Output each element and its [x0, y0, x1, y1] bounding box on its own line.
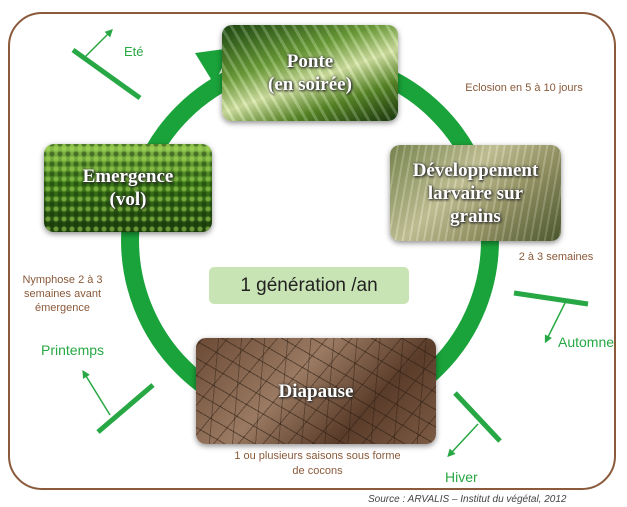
ponte-photo	[222, 25, 398, 121]
stage-developpement: Développement larvaire sur grains	[390, 145, 561, 241]
season-marker-hiver	[447, 391, 502, 458]
season-ete-label: Eté	[124, 44, 144, 59]
season-automne-label: Automne	[558, 334, 615, 350]
note-diapause: 1 ou plusieurs saisons sous forme de coc…	[234, 450, 401, 477]
stage-ponte: Ponte (en soirée)	[222, 25, 398, 121]
season-marker-printemps	[82, 370, 155, 434]
emergence-photo	[44, 144, 212, 232]
diagram-frame	[8, 12, 616, 490]
developpement-photo	[390, 145, 561, 241]
center-label: 1 génération /an	[209, 267, 409, 304]
stage-emergence-label: Emergence (vol)	[82, 166, 174, 210]
stage-diapause: Diapause	[196, 338, 436, 444]
note-development-duration: 2 à 3 semaines	[518, 251, 594, 263]
note-eclosion: Eclosion en 5 à 10 jours	[465, 82, 583, 94]
stage-ponte-label: Ponte (en soirée)	[268, 51, 352, 95]
source-credit: Source : ARVALIS – Institut du végétal, …	[368, 494, 567, 505]
stage-developpement-label: Développement larvaire sur grains	[412, 159, 539, 227]
stage-emergence: Emergence (vol)	[44, 144, 212, 232]
note-nymphose: Nymphose 2 à 3 semaines avant émergence	[22, 274, 103, 314]
season-marker-ete	[71, 29, 142, 101]
diapause-photo	[196, 338, 436, 444]
season-hiver-label: Hiver	[445, 469, 478, 485]
season-marker-automne	[513, 290, 589, 344]
season-printemps-label: Printemps	[41, 342, 105, 358]
stage-diapause-label: Diapause	[278, 380, 354, 402]
